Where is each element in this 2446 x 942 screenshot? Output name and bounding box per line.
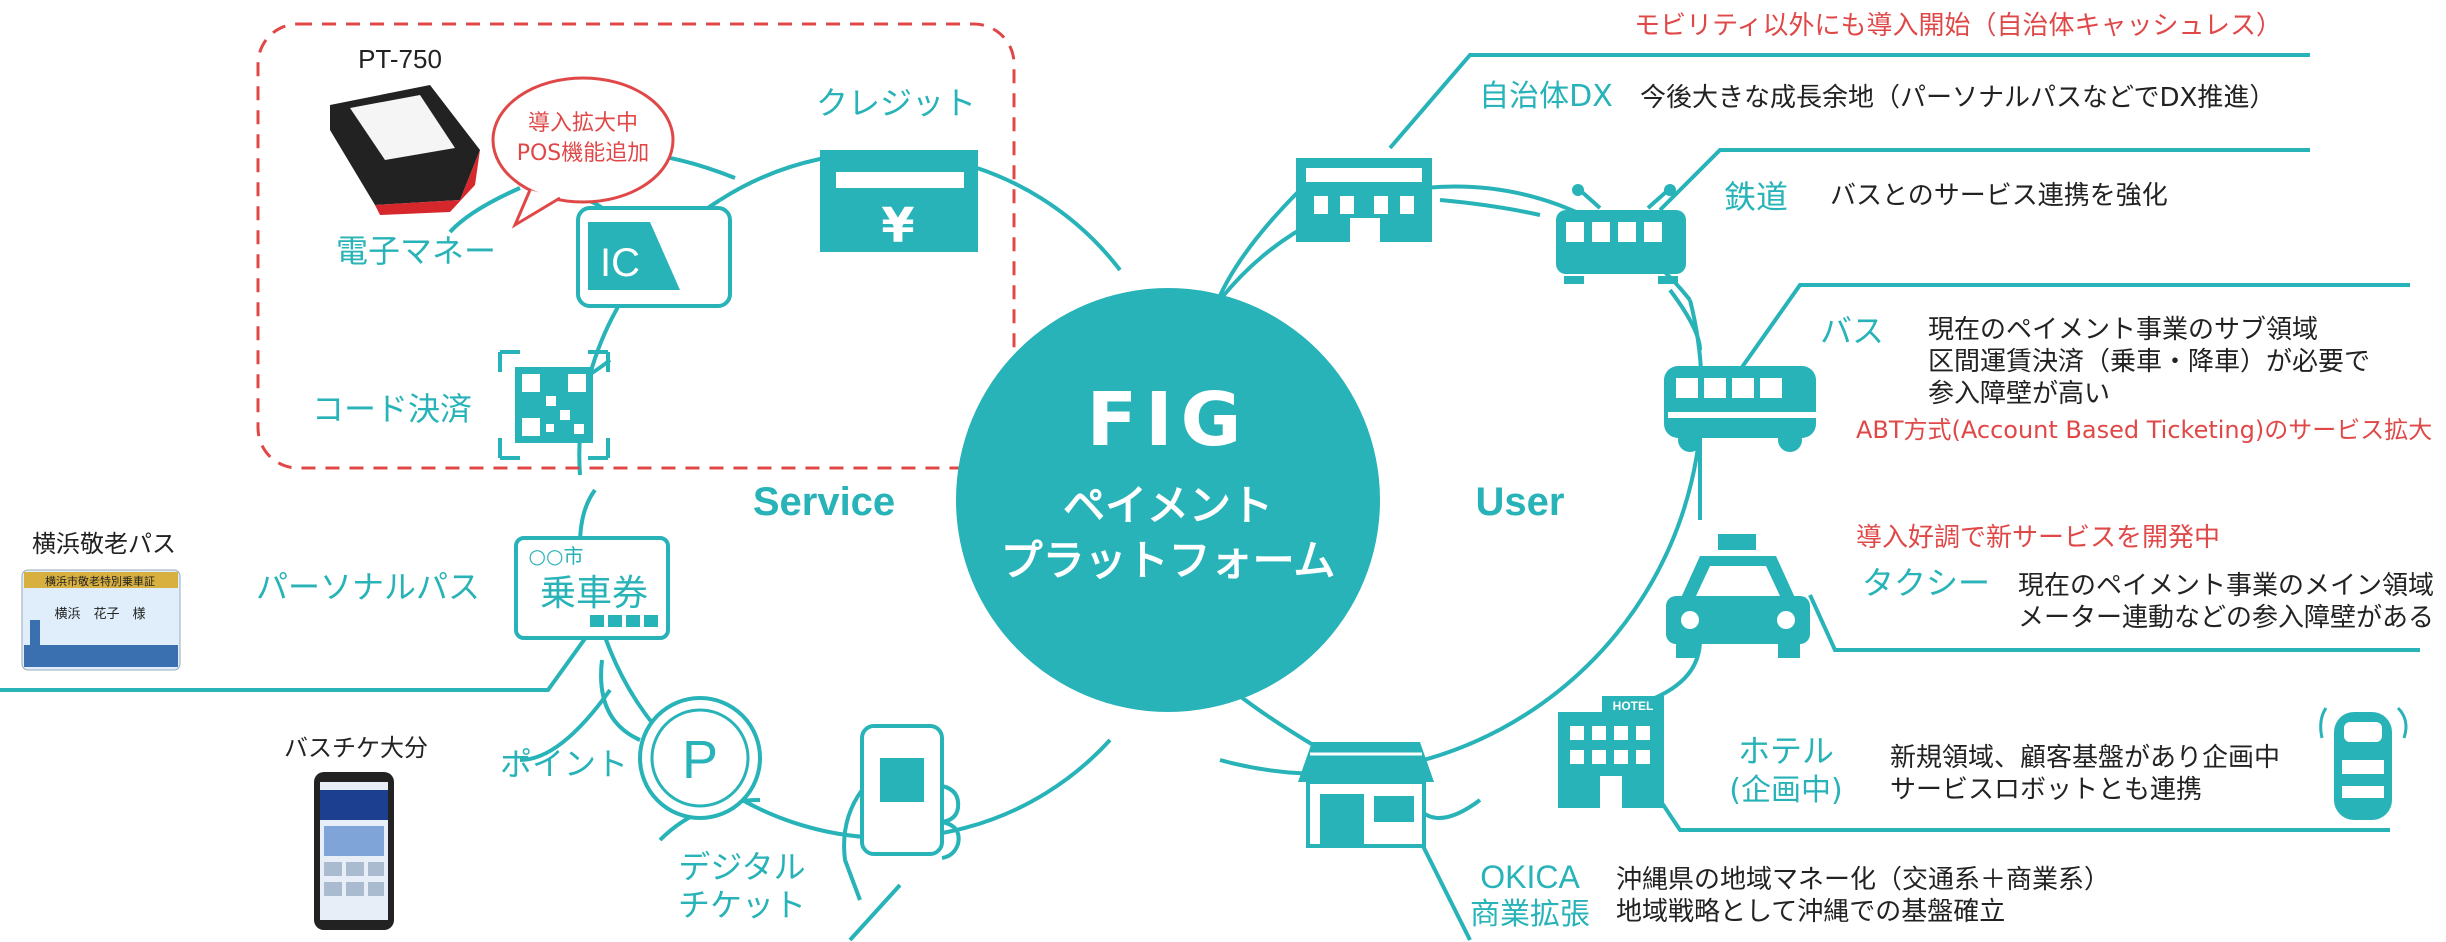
digital-ticket-label-1: デジタル xyxy=(678,848,805,886)
terminal-name: PT-750 xyxy=(358,44,442,74)
okica-desc-2: 地域戦略として沖縄での基盤確立 xyxy=(1616,897,2005,927)
okica-desc-1: 沖縄県の地域マネー化（交通系＋商業系） xyxy=(1616,865,2110,895)
mobility-note: モビリティ以外にも導入開始（自治体キャッシュレス） xyxy=(1634,11,2282,41)
taxi-label: タクシー xyxy=(1862,564,1990,602)
yokohama-card-name: 横浜 花子 様 xyxy=(54,606,145,622)
yokohama-pass-card-icon xyxy=(21,569,181,671)
bubble-line1: 導入拡大中 xyxy=(528,111,638,136)
train-icon xyxy=(1556,184,1686,284)
taxi-desc-2: メーター連動などの参入障壁がある xyxy=(2018,603,2434,633)
digital-ticket-label-2: チケット xyxy=(678,886,806,924)
hotel-icon xyxy=(1558,696,1664,808)
hotel-sign: HOTEL xyxy=(1613,699,1654,713)
rail-label: 鉄道 xyxy=(1724,178,1788,216)
okica-label-2: 商業拡張 xyxy=(1470,897,1590,932)
personal-pass-label: パーソナルパス xyxy=(256,568,480,606)
ic-text: IC xyxy=(600,241,640,285)
bubble-line2: POS機能追加 xyxy=(517,141,650,166)
bus-label: バス xyxy=(1820,312,1884,350)
point-coin-icon xyxy=(638,696,762,820)
jichitai-desc: 今後大きな成長余地（パーソナルパスなどでDX推進） xyxy=(1640,83,2275,113)
bus-chike-phone-icon xyxy=(314,772,394,930)
service-group-box xyxy=(256,22,1016,470)
yokohama-pass-label: 横浜敬老パス xyxy=(32,530,176,558)
code-payment-label: コード決済 xyxy=(312,390,472,428)
abt-note: ABT方式(Account Based Ticketing)のサービス拡大 xyxy=(1856,416,2432,444)
ic-card-icon xyxy=(576,206,732,308)
ticket-text: 乗車券 xyxy=(540,573,648,614)
bus-desc-3: 参入障壁が高い xyxy=(1928,379,2110,409)
center-line2: ペイメント xyxy=(1063,481,1273,530)
emoney-label: 電子マネー xyxy=(336,232,496,270)
digital-ticket-phone-icon xyxy=(842,724,961,901)
credit-card-icon xyxy=(820,150,978,252)
okica-label-1: OKICA xyxy=(1480,859,1580,895)
municipal-building-icon xyxy=(1296,158,1432,242)
bus-chike-label: バスチケ大分 xyxy=(284,734,428,762)
jichitai-label: 自治体DX xyxy=(1479,79,1613,114)
ticket-city: ○○市 xyxy=(529,544,584,568)
ticket-icon xyxy=(514,536,670,640)
hotel-label-1: ホテル xyxy=(1738,732,1834,770)
user-label: User xyxy=(1476,480,1565,524)
taxi-note: 導入好調で新サービスを開発中 xyxy=(1856,523,2220,553)
terminal-device-icon xyxy=(330,85,480,215)
hotel-desc-1: 新規領域、顧客基盤があり企画中 xyxy=(1890,743,2280,773)
service-label: Service xyxy=(753,480,895,524)
store-icon xyxy=(1298,742,1434,848)
taxi-desc-1: 現在のペイメント事業のメイン領域 xyxy=(2018,571,2434,601)
service-robot-icon xyxy=(2319,706,2408,820)
qr-code-icon xyxy=(498,350,610,460)
taxi-icon xyxy=(1666,534,1810,658)
rail-desc: バスとのサービス連携を強化 xyxy=(1830,181,2168,211)
bus-icon xyxy=(1664,366,1816,452)
center-circle xyxy=(956,288,1380,712)
center-fig-logo: FIG xyxy=(1087,377,1250,463)
yen-symbol: ¥ xyxy=(881,198,914,254)
hotel-desc-2: サービスロボットとも連携 xyxy=(1890,775,2202,805)
expansion-bubble xyxy=(491,76,675,229)
bus-desc-2: 区間運賃決済（乗車・降車）が必要で xyxy=(1928,347,2370,377)
point-symbol: P xyxy=(682,730,718,790)
bus-desc-1: 現在のペイメント事業のサブ領域 xyxy=(1928,315,2318,345)
hotel-label-2: (企画中) xyxy=(1729,773,1842,808)
yokohama-card-header: 横浜市敬老特別乗車証 xyxy=(45,574,155,588)
credit-label: クレジット xyxy=(816,84,976,122)
center-line3: プラットフォーム xyxy=(1001,536,1336,585)
point-label: ポイント xyxy=(500,745,628,783)
